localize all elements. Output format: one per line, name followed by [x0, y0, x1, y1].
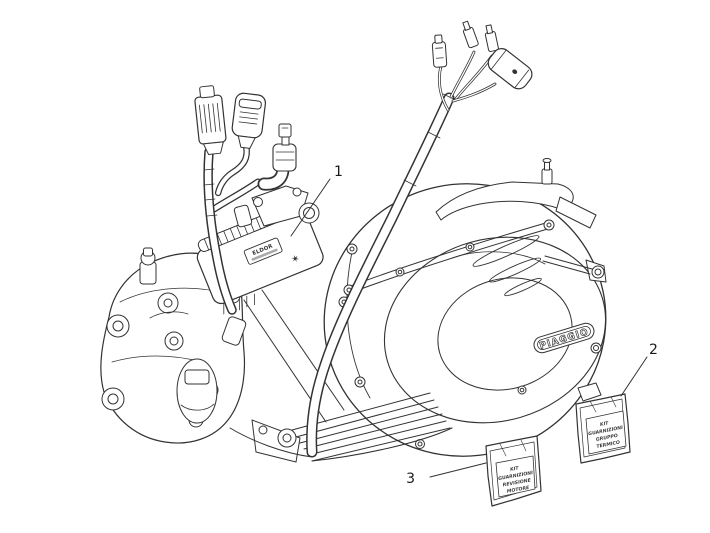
ecu-star-icon: ✶ [290, 253, 302, 266]
cable-conduit [306, 92, 457, 458]
intake-throttle [233, 185, 320, 228]
callout-1-leader [290, 178, 331, 237]
wire-spade-terminal-b [484, 24, 499, 52]
cylinder-fins [291, 392, 453, 462]
callout-1: 1 [290, 164, 343, 237]
crankcase [100, 247, 246, 444]
harness-connector-b [214, 92, 267, 197]
bag3-text-line4: MOTORE [506, 485, 530, 495]
bag-label [585, 410, 627, 455]
bag2-text-line1: KIT [600, 420, 610, 428]
callout-1-number: 1 [334, 164, 343, 180]
callout-3: 3 [406, 462, 487, 487]
harness-cable-left [203, 147, 237, 315]
oil-pump-housing [176, 358, 218, 424]
lower-mount [229, 419, 313, 463]
callout-3-leader [429, 462, 487, 478]
wire-connector-cylindrical [487, 48, 533, 90]
spark-plug-cap [210, 123, 297, 213]
callouts: 1 2 3 [290, 164, 658, 487]
gasket-kit-bag-2: KIT GUARNIZIONI GRUPPO TERMICO [575, 393, 631, 464]
callout-2: 2 [620, 342, 658, 397]
wire-connector-small [431, 34, 448, 68]
bag-label [495, 455, 536, 498]
bag2-text-line4: TERMICO [596, 440, 621, 450]
wire-spade-terminal-a [462, 20, 479, 49]
breather-valve [139, 247, 157, 285]
bag3-text-line1: KIT [510, 465, 520, 473]
callout-2-leader [620, 356, 648, 397]
engine-mount-bracket [343, 158, 597, 296]
callout-2-number: 2 [649, 342, 658, 358]
callout-3-number: 3 [406, 471, 415, 487]
harness-wires-top [431, 20, 533, 112]
bag2-text-line3: GRUPPO [596, 433, 619, 443]
harness-connector-a [194, 85, 227, 155]
gasket-kit-bag-3: KIT GUARNIZIONI REVISIONE MOTORE [485, 435, 542, 507]
transmission-cover: PIAGGIO [323, 183, 607, 459]
cover-vent-slots [472, 235, 542, 297]
bag3-text-line3: REVISIONE [502, 477, 532, 488]
